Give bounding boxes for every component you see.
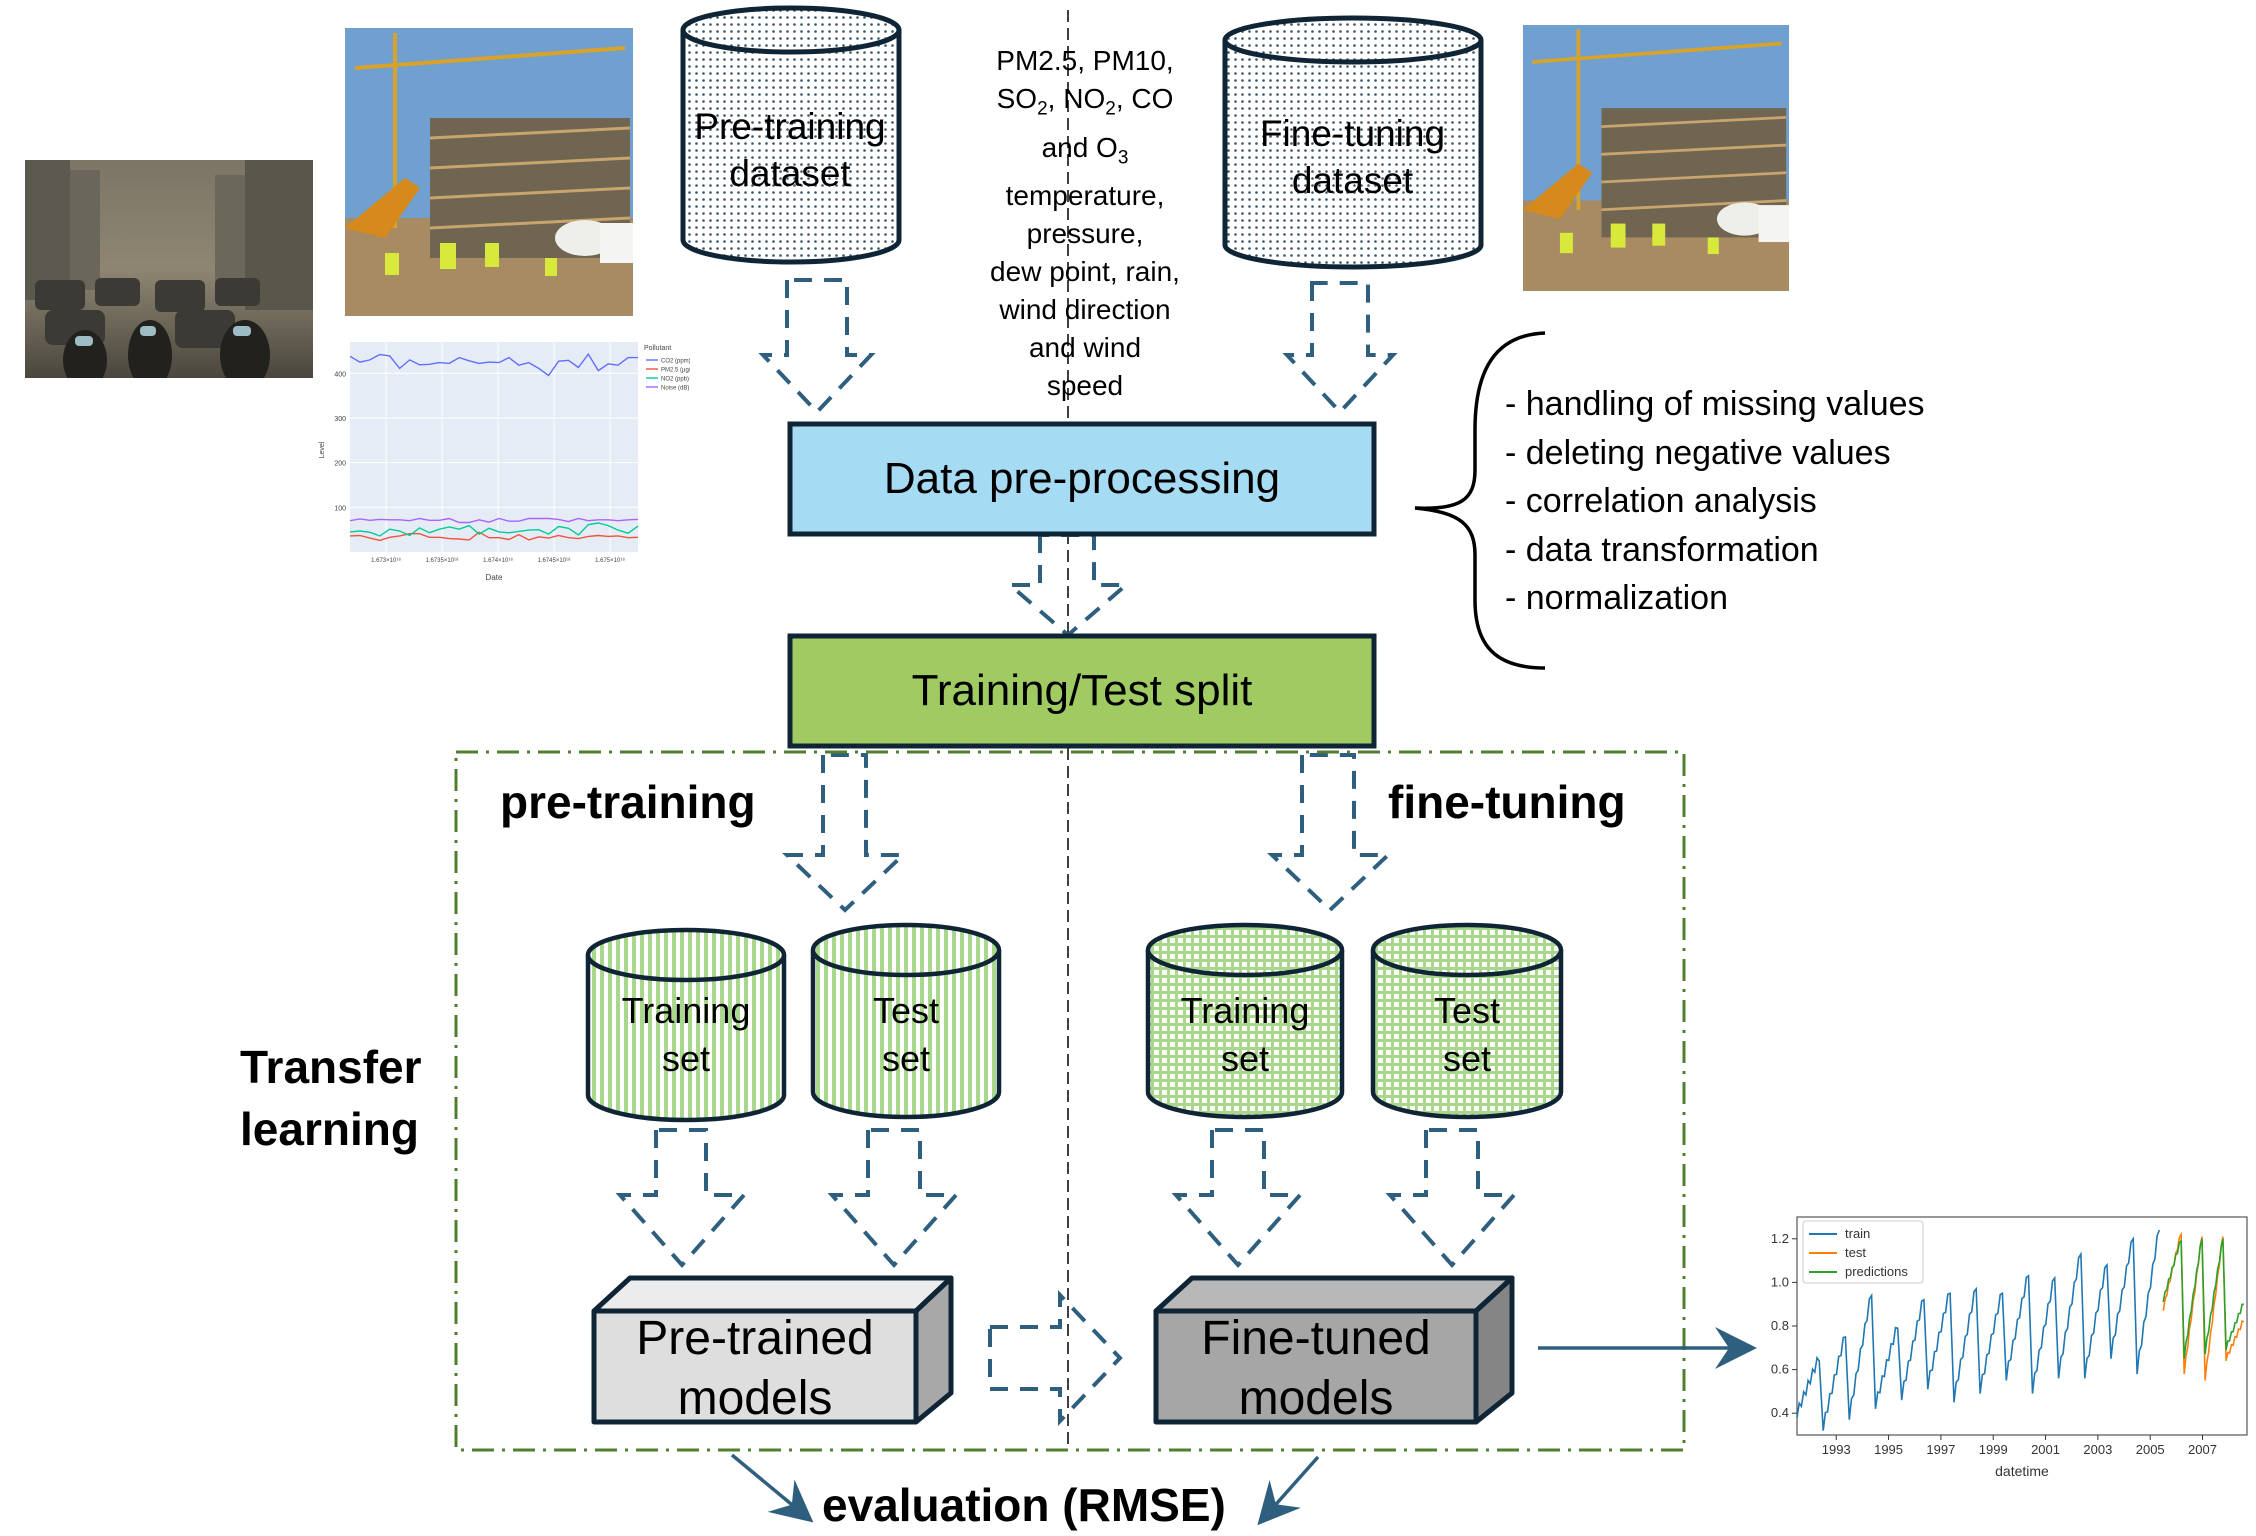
transfer-learning-frame: [454, 750, 1686, 1452]
series-line-no2: [349, 522, 639, 537]
y-tick-label: 200: [334, 461, 346, 468]
legend-title: Pollutant: [644, 345, 671, 352]
evaluation-arrow-right-icon: [1257, 1455, 1320, 1526]
y-tick-label: 1.0: [1771, 1274, 1789, 1289]
x-tick-label: 1999: [1979, 1442, 2008, 1457]
y-tick-label: 1.2: [1771, 1231, 1789, 1246]
pollutant-plot-area: [350, 342, 638, 552]
down-arrow-icon: [1385, 1128, 1519, 1269]
pretrained-models-cube: [591, 1275, 954, 1425]
x-tick-label: 1.675×10¹⁸: [595, 557, 625, 564]
series-line-co2: [349, 352, 638, 377]
pretraining-dataset-label: Pre-training dataset: [694, 106, 886, 194]
legend-label: NO2 (ppb): [661, 377, 689, 383]
pollutant-chart: 100 200 300 400 1.673×10¹⁸ 1.6735×10¹⁸ 1.674×1…: [310, 340, 699, 585]
pretraining-training-set-cylinder: [585, 927, 787, 1123]
x-tick-label: 1995: [1874, 1442, 1903, 1457]
down-arrow-icon: [781, 753, 909, 913]
legend-box: [1802, 1220, 1924, 1284]
y-tick-label: 400: [334, 371, 346, 378]
series-line-pm2.5: [349, 531, 639, 542]
finetuning-test-set-cylinder: [1370, 922, 1564, 1120]
y-tick-label: 100: [334, 505, 346, 512]
smog-city-photo: [25, 160, 313, 378]
x-tick-label: 2003: [2083, 1442, 2112, 1457]
finetuned-models-cube: [1153, 1275, 1515, 1425]
pretraining-phase-label: pre-training: [500, 776, 756, 828]
down-arrow-icon: [827, 1128, 961, 1269]
forecast-chart: 0.4 0.6 0.8 1.0 1.2 1993 1995 1997 1999 2001 2003 2…: [1742, 1205, 2256, 1495]
down-arrow-icon: [1282, 281, 1398, 415]
x-tick-label: 1997: [1926, 1442, 1955, 1457]
variables-text: PM2.5, PM10, SO2, NO2, CO and O3 tempera…: [990, 45, 1180, 402]
right-arrow-icon: [988, 1290, 1123, 1426]
x-tick-label: 1.6745×10¹⁸: [537, 557, 571, 564]
data-preprocessing-box: [787, 421, 1377, 537]
transfer-learning-title: Transfer learning: [240, 1041, 422, 1155]
data-preprocessing-label: Data pre-processing: [883, 454, 1281, 503]
preprocessing-steps-list: - handling of missing values - deleting …: [1505, 385, 1925, 617]
series-line-noise: [349, 517, 639, 524]
x-tick-label: 2005: [2136, 1442, 2165, 1457]
series-line-predictions: [2162, 1238, 2244, 1359]
series-line-train: [1796, 1229, 2161, 1431]
x-tick-label: 1.674×10¹⁸: [483, 557, 513, 564]
y-tick-label: 0.4: [1771, 1405, 1789, 1420]
x-tick-label: 2007: [2188, 1442, 2217, 1457]
finetuning-training-set-cylinder: [1145, 922, 1345, 1120]
legend-label: CO2 (ppm): [661, 359, 690, 365]
forecast-x-axis-label: datetime: [1995, 1463, 2049, 1479]
training-test-split-box: [787, 633, 1377, 749]
pretraining-test-set-cylinder: [810, 922, 1002, 1120]
training-test-split-label: Training/Test split: [911, 666, 1253, 715]
pollutant-x-axis-label: Date: [486, 573, 503, 582]
down-arrow-icon: [1004, 533, 1132, 638]
finetuning-phase-label: fine-tuning: [1388, 776, 1626, 828]
x-tick-label: 1.673×10¹⁸: [371, 557, 401, 564]
finetuning-dataset-label: Fine-tuning dataset: [1259, 113, 1446, 201]
down-arrow-icon: [615, 1128, 749, 1269]
x-tick-label: 2001: [2031, 1442, 2060, 1457]
down-arrow-icon: [758, 278, 876, 415]
legend-label: train: [1845, 1226, 1870, 1241]
finetuning-dataset-cylinder: [1222, 15, 1484, 270]
x-tick-label: 1993: [1822, 1442, 1851, 1457]
construction-site-photo-left: [345, 28, 633, 316]
y-tick-label: 0.6: [1771, 1362, 1789, 1377]
y-tick-label: 0.8: [1771, 1318, 1789, 1333]
construction-site-photo-right: [1523, 25, 1789, 291]
x-tick-label: 1.6735×10¹⁸: [425, 557, 459, 564]
pretraining-dataset-cylinder: [680, 5, 902, 265]
pollutant-y-axis-label: Level: [319, 441, 326, 458]
legend-label: Noise (dB): [661, 386, 689, 392]
legend-label: PM2.5 (µg/m³): [661, 368, 690, 374]
evaluation-label: evaluation (RMSE): [822, 1479, 1226, 1531]
down-arrow-icon: [1266, 753, 1394, 913]
evaluation-arrow-left-icon: [730, 1453, 814, 1523]
down-arrow-icon: [1171, 1128, 1305, 1269]
legend-label: predictions: [1845, 1264, 1908, 1279]
y-tick-label: 300: [334, 416, 346, 423]
legend-label: test: [1845, 1245, 1866, 1260]
curly-brace: [1414, 331, 1546, 670]
